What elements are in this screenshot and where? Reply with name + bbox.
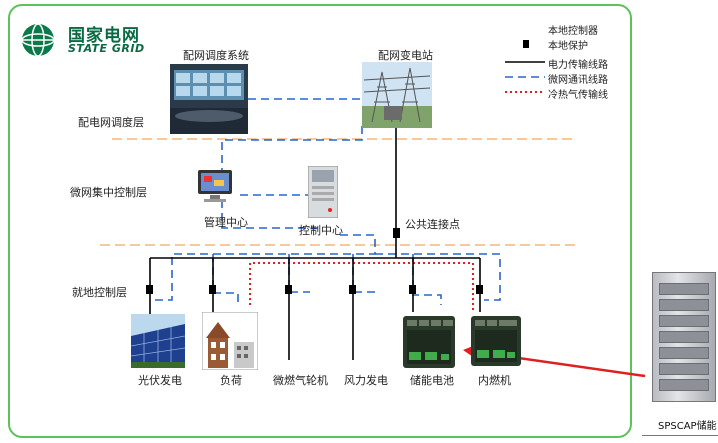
label-load: 负荷	[220, 374, 242, 387]
logo-text-en: STATE GRID	[68, 42, 145, 55]
load-buildings-image	[202, 312, 258, 370]
label-storage: 储能电池	[410, 374, 454, 387]
globe-icon	[21, 23, 55, 57]
substation-image	[362, 62, 432, 128]
label-wind: 风力发电	[344, 374, 388, 387]
control-center-server	[308, 166, 338, 218]
label-pv: 光伏发电	[138, 374, 182, 387]
legend-comm-line: 微网通讯线路	[548, 75, 608, 86]
layer-label-central: 微网集中控制层	[70, 186, 147, 199]
pv-panel-image	[131, 314, 185, 368]
legend-power-line: 电力传输线路	[548, 60, 608, 71]
comm-lines	[150, 98, 501, 305]
legend-thermal-line: 冷热气传输线	[548, 90, 608, 101]
diagram-frame	[8, 4, 632, 438]
thermal-lines	[249, 262, 474, 310]
label-management-center: 管理中心	[204, 216, 248, 229]
dispatch-system-image	[170, 64, 248, 134]
cabinet-baseline	[642, 435, 718, 436]
state-grid-logo: 国家电网 STATE GRID	[20, 22, 150, 58]
label-dispatch-system: 配网调度系统	[183, 49, 249, 62]
diesel-engine-image	[471, 316, 521, 366]
layer-label-dispatch: 配电网调度层	[78, 116, 144, 129]
local-controllers	[146, 228, 483, 294]
layer-label-local: 就地控制层	[72, 286, 127, 299]
legend-local-controller: 本地控制器	[548, 26, 598, 37]
label-control-center: 控制中心	[299, 224, 343, 237]
label-substation: 配网变电站	[378, 49, 433, 62]
label-pcc: 公共连接点	[405, 218, 460, 231]
label-microturbine: 微燃气轮机	[273, 374, 328, 387]
legend-local-protection: 本地保护	[548, 41, 588, 52]
legend-protection-swatch	[523, 40, 529, 48]
management-center-computer	[198, 170, 232, 202]
label-diesel: 内燃机	[478, 374, 511, 387]
spscap-cabinet-image	[652, 272, 716, 402]
storage-battery-image	[403, 316, 455, 368]
cabinet-caption: SPSCAP储能	[658, 421, 717, 432]
logo-text-cn: 国家电网	[68, 26, 140, 46]
